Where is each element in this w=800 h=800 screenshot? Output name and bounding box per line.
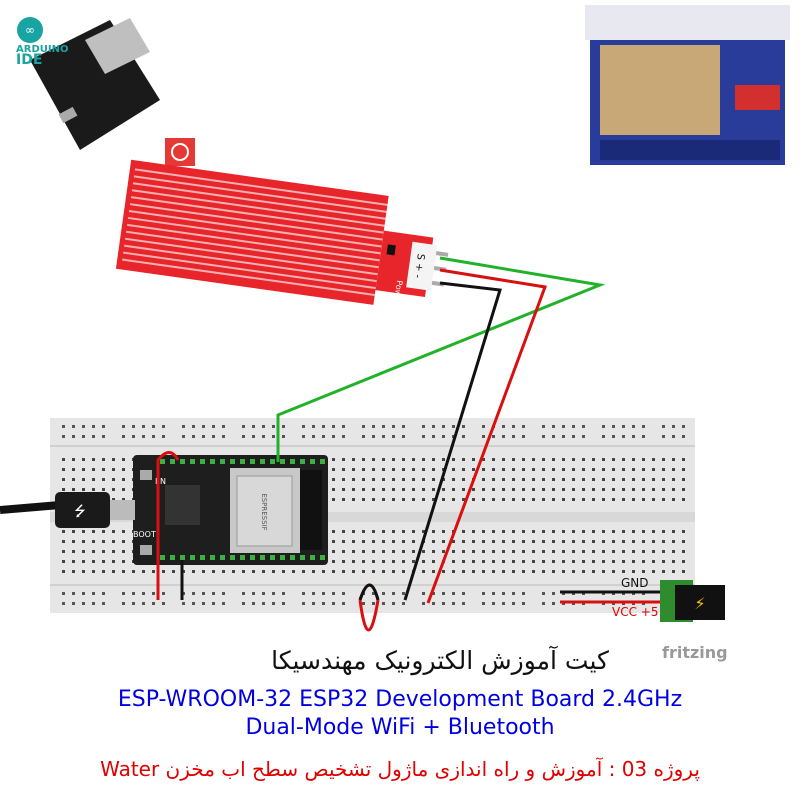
sensor-pin-labels: S + -: [412, 253, 426, 279]
project-title: پروژه 03 : آموزش و راه اندازی ماژول تشخی…: [100, 757, 700, 781]
arduino-logo: ∞: [17, 17, 43, 43]
gnd-wire: [403, 281, 502, 601]
signal-wire: [276, 256, 606, 462]
espressif-logo: [165, 138, 195, 166]
usb-cable: ⭍: [0, 492, 135, 528]
vcc-wire: [426, 268, 548, 604]
ide-label: IDE: [16, 52, 43, 68]
esp32-devkit: ESPRESSIF EN BOOT: [133, 455, 328, 565]
board-vcc-wire: [156, 451, 180, 600]
boot-label: BOOT: [133, 530, 156, 539]
en-button: [140, 470, 152, 480]
dc-power-jack: ⚡: [660, 580, 725, 622]
water-level-sensor: S + - Power: [115, 159, 449, 306]
fritzing-watermark: fritzing: [662, 643, 728, 662]
kit-title: کیت آموزش الکترونیک مهندسیکا: [271, 646, 609, 675]
en-label: EN: [155, 477, 166, 486]
boot-button: [140, 545, 152, 555]
svg-text:∞: ∞: [25, 23, 35, 37]
lightning-icon: ⚡: [694, 594, 705, 613]
power-label: Power: [392, 280, 404, 306]
board-description-line2: Dual-Mode WiFi + Bluetooth: [245, 715, 555, 740]
vcc-label: VCC +5: [612, 605, 659, 619]
arduino-label: ARDUINO: [16, 44, 69, 55]
gnd-label: GND: [621, 576, 649, 590]
esp32-board-photo: [30, 18, 160, 150]
usb-icon: ⭍: [74, 504, 86, 520]
kit-box-photo: [585, 5, 790, 165]
module-label: ESPRESSIF: [260, 493, 268, 530]
board-description-line1: ESP-WROOM-32 ESP32 Development Board 2.4…: [117, 687, 683, 712]
